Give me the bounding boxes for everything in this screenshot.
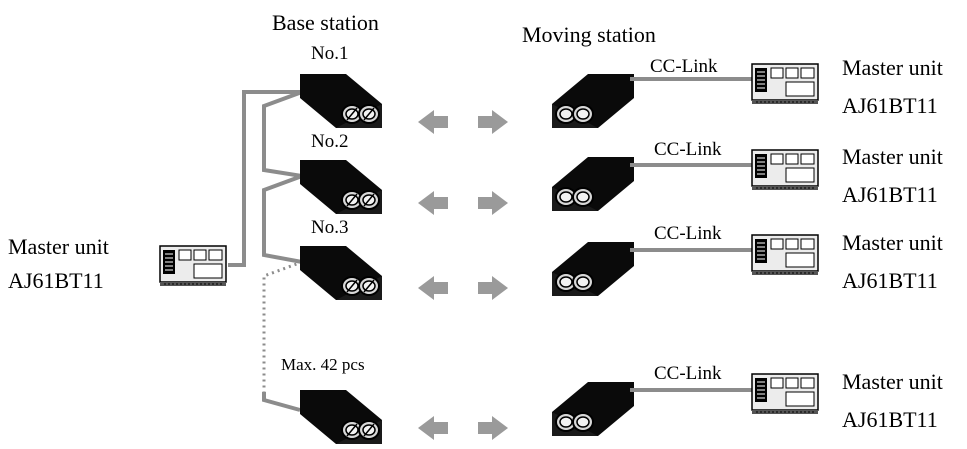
cc-link-label-4: CC-Link — [654, 363, 722, 384]
right-master-unit-2-icon — [751, 149, 819, 191]
right-master-unit-4-icon — [751, 373, 819, 415]
left-master-unit-icon — [159, 245, 227, 287]
right-master-3-name: Master unit — [842, 230, 943, 255]
right-master-unit-3-icon — [751, 234, 819, 276]
right-master-unit-1-icon — [751, 63, 819, 105]
moving-station-1-icon — [551, 73, 635, 129]
base-trunk-cable — [228, 90, 302, 267]
base-station-max-label: Max. 42 pcs — [281, 355, 365, 374]
right-master-2-name: Master unit — [842, 144, 943, 169]
base-station-1-label: No.1 — [311, 43, 349, 64]
left-master-model: AJ61BT11 — [8, 268, 104, 293]
base-station-2-label: No.2 — [311, 131, 349, 152]
base-station-3-label: No.3 — [311, 217, 349, 238]
base-chain-continuation-dotted — [262, 260, 303, 392]
cc-link-label-3: CC-Link — [654, 223, 722, 244]
base-chain-last-cable — [262, 392, 301, 412]
moving-station-2-icon — [551, 156, 635, 212]
right-master-4-name: Master unit — [842, 369, 943, 394]
moving-station-header: Moving station — [522, 22, 656, 47]
right-master-3-model: AJ61BT11 — [842, 268, 938, 293]
moving-station-4-icon — [551, 381, 635, 437]
base-station-header: Base station — [272, 10, 379, 35]
link-arrows-3 — [418, 276, 508, 300]
right-master-2-model: AJ61BT11 — [842, 182, 938, 207]
right-master-1-name: Master unit — [842, 55, 943, 80]
link-arrows-2 — [418, 191, 508, 215]
right-master-1-model: AJ61BT11 — [842, 93, 938, 118]
base-station-3-icon — [299, 245, 383, 301]
base-station-2-icon — [299, 159, 383, 215]
cc-link-label-1: CC-Link — [650, 56, 718, 77]
right-master-4-model: AJ61BT11 — [842, 407, 938, 432]
link-arrows-4 — [418, 416, 508, 440]
base-station-max-icon — [299, 389, 383, 445]
left-master-name: Master unit — [8, 234, 109, 259]
base-daisy-chain-cable — [262, 90, 310, 264]
moving-station-3-icon — [551, 241, 635, 297]
base-station-1-icon — [299, 73, 383, 129]
link-arrows-1 — [418, 110, 508, 134]
cc-link-label-2: CC-Link — [654, 139, 722, 160]
